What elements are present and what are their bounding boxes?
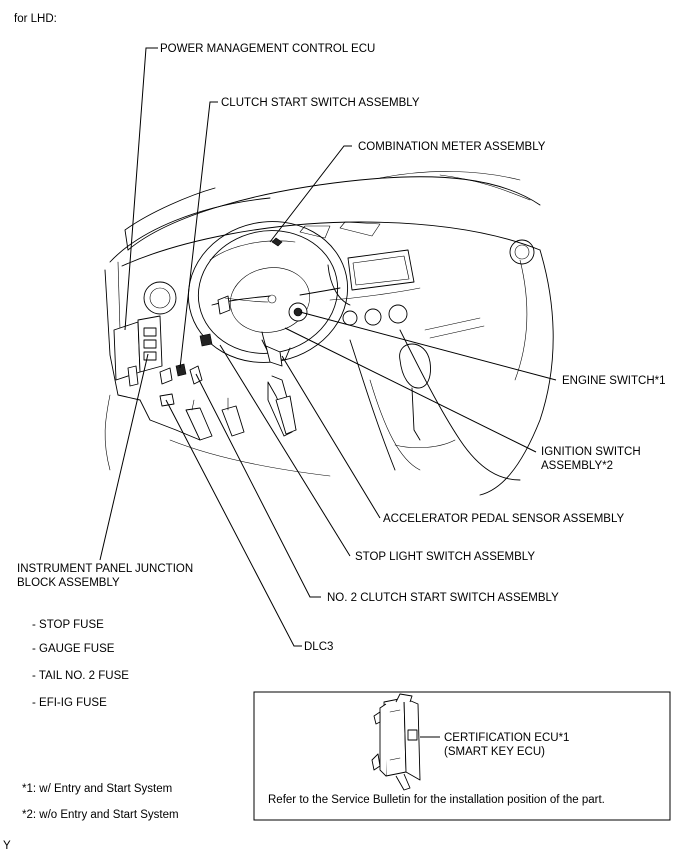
leader-dlc3: [165, 399, 302, 647]
certification-ecu-icon: [371, 693, 421, 791]
leader-lines: [99, 47, 557, 647]
footnote: *1: w/ Entry and Start System: [22, 783, 172, 795]
label-power-management-ecu: POWER MANAGEMENT CONTROL ECU: [160, 43, 375, 55]
leader-accelerator: [281, 355, 381, 519]
corner-mark: Y: [3, 840, 11, 852]
fuse-item: - GAUGE FUSE: [32, 643, 115, 655]
label-combination-meter: COMBINATION METER ASSEMBLY: [358, 141, 546, 153]
label-certification-ecu-line1: CERTIFICATION ECU*1: [444, 732, 569, 744]
label-junction-block-line2: BLOCK ASSEMBLY: [17, 577, 120, 589]
leader-engine-switch: [299, 311, 557, 381]
leader-junction-block: [99, 353, 149, 561]
label-clutch-start-switch: CLUTCH START SWITCH ASSEMBLY: [221, 97, 420, 109]
label-engine-switch: ENGINE SWITCH*1: [562, 375, 666, 387]
fuse-item: - TAIL NO. 2 FUSE: [32, 670, 129, 682]
fuse-item: - STOP FUSE: [32, 619, 104, 631]
label-certification-ecu-line2: (SMART KEY ECU): [444, 746, 545, 758]
label-ignition-switch-line1: IGNITION SWITCH: [541, 446, 641, 458]
dashboard-illustration: [104, 171, 554, 496]
header-label: for LHD:: [14, 13, 57, 25]
leader-clutch-switch: [179, 101, 218, 369]
label-no2-clutch-start-switch: NO. 2 CLUTCH START SWITCH ASSEMBLY: [327, 592, 559, 604]
label-dlc3: DLC3: [304, 641, 333, 653]
leader-ignition-switch: [284, 327, 537, 453]
footnote: *2: w/o Entry and Start System: [22, 809, 179, 821]
leader-combination-meter: [269, 145, 352, 243]
label-junction-block-line1: INSTRUMENT PANEL JUNCTION: [17, 563, 193, 575]
leader-no2-clutch: [195, 373, 321, 598]
leader-stop-light: [219, 344, 351, 557]
label-accelerator-pedal-sensor: ACCELERATOR PEDAL SENSOR ASSEMBLY: [383, 513, 624, 525]
label-ignition-switch-line2: ASSEMBLY*2: [541, 460, 613, 472]
certification-ecu-inset: CERTIFICATION ECU*1 (SMART KEY ECU) Refe…: [253, 691, 671, 821]
inset-frame: [253, 691, 671, 821]
inset-note: Refer to the Service Bulletin for the in…: [268, 794, 605, 806]
fuse-item: - EFI-IG FUSE: [32, 697, 107, 709]
leader-power-ecu: [124, 47, 158, 331]
label-stop-light-switch: STOP LIGHT SWITCH ASSEMBLY: [355, 551, 535, 563]
